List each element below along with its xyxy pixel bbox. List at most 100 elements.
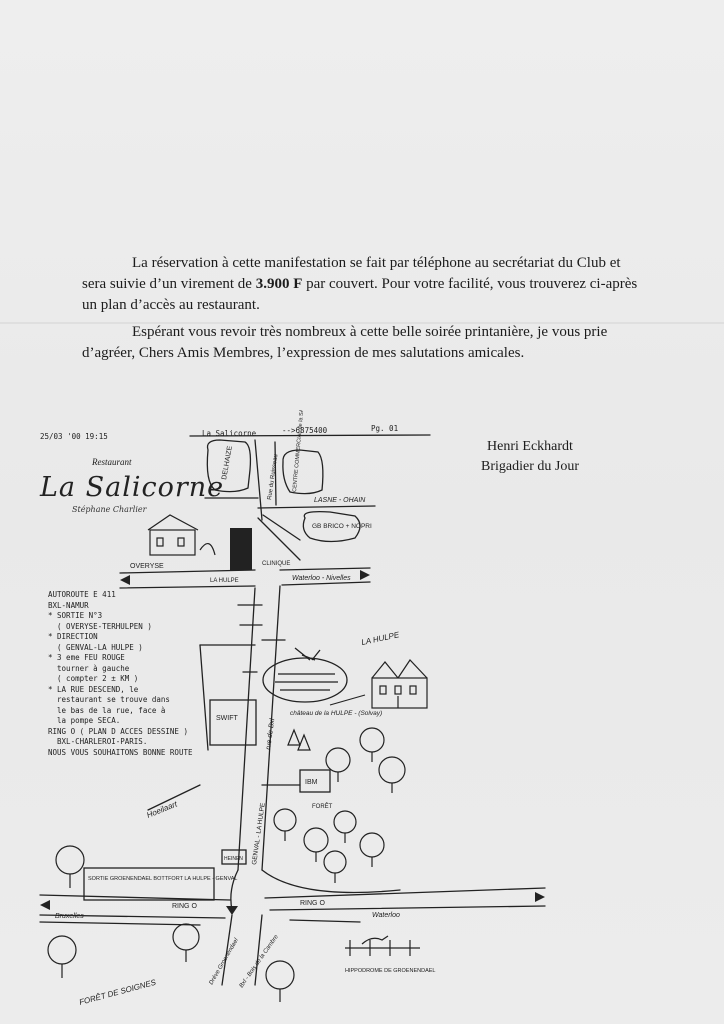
road-drève bbox=[221, 914, 233, 986]
swift-building bbox=[209, 699, 257, 746]
arrow-ring-left bbox=[40, 900, 50, 910]
lake bbox=[262, 657, 348, 703]
label-dreve: Drève Groenendael bbox=[209, 937, 241, 986]
label-clinique: CLINIQUE bbox=[262, 561, 290, 567]
signature-name: Henri Eckhardt bbox=[487, 439, 573, 454]
label-la-hulpe-road: LA HULPE bbox=[210, 578, 239, 584]
letter-paragraph-closing: Espérant vous revoir très nombreux à cet… bbox=[82, 324, 608, 361]
directions-line: ( GENVAL-LA HULPE ) bbox=[48, 642, 143, 652]
label-overyse: OVERYSE bbox=[130, 563, 164, 570]
directions-line: la pompe SECA. bbox=[48, 716, 121, 725]
centre-shape bbox=[282, 449, 324, 495]
road-overyse bbox=[119, 585, 256, 589]
label-ibm: IBM bbox=[305, 779, 318, 786]
directions-line: le bas de la rue, face à bbox=[48, 705, 166, 715]
label-foret: FORÊT bbox=[312, 802, 333, 810]
road-main bbox=[261, 585, 281, 871]
restaurant-logo: La Salicorne bbox=[40, 472, 225, 503]
directions-line: NOUS VOUS SOUHAITONS BONNE ROUTE bbox=[48, 747, 193, 757]
arrow-ring-right bbox=[535, 892, 545, 902]
arrow-waterloo bbox=[360, 570, 370, 580]
fax-number: -->6875400 bbox=[282, 426, 328, 435]
label-bruxelles: Bruxelles bbox=[55, 913, 84, 920]
directions-line: BXL-NAMUR bbox=[48, 600, 89, 610]
road-hoeilaart bbox=[147, 784, 201, 811]
access-map: DELHAIZE Rue du Ruisseau CENTRE COMMERCI… bbox=[39, 410, 546, 1007]
signature-role: Brigadier du Jour bbox=[481, 459, 579, 474]
delhaize-shape bbox=[206, 439, 252, 493]
road-waterloo-nivelles bbox=[279, 567, 371, 571]
hippodrome-icon bbox=[345, 935, 420, 956]
label-swift: SWIFT bbox=[216, 715, 238, 722]
lake-ripples bbox=[275, 673, 338, 691]
side-street bbox=[199, 644, 209, 751]
road-bois bbox=[254, 914, 263, 986]
road-waterloo bbox=[289, 919, 361, 923]
chateau-pointer bbox=[329, 694, 366, 706]
trees bbox=[47, 727, 406, 1002]
directions-line: * 3 eme FEU ROUGE bbox=[48, 653, 125, 662]
directions-list: AUTOROUTE E 411 BXL-NAMUR * SORTIE N°3 (… bbox=[48, 590, 238, 758]
fax-header-rule bbox=[189, 434, 431, 437]
ibm-building bbox=[299, 769, 331, 793]
label-garage: GB BRICO + NOPRI bbox=[312, 523, 372, 530]
reservation-text-cont: par couvert. Pour votre facilité, vous t… bbox=[82, 276, 638, 313]
directions-line: restaurant se trouve dans bbox=[48, 695, 170, 704]
fax-datetime: 25/03 '00 19:15 bbox=[40, 432, 108, 441]
label-main-road: rue de Bxl bbox=[265, 718, 276, 751]
label-waterloo-nivelles: Waterloo - Nivelles bbox=[292, 575, 351, 582]
label-chateau: château de la HULPE - (Solvay) bbox=[290, 710, 382, 717]
directions-line: ( OVERYSE-TERHULPEN ) bbox=[48, 621, 152, 631]
letter-paragraph-reservation: La réservation à cette manifestation se … bbox=[82, 253, 642, 316]
label-waterloo: Waterloo bbox=[372, 912, 400, 919]
directions-line: * LA RUE DESCEND, le bbox=[48, 684, 139, 694]
ramp bbox=[261, 869, 401, 894]
restaurant-label: Restaurant bbox=[92, 457, 132, 467]
restaurant-chef: Stéphane Charlier bbox=[72, 505, 147, 514]
directions-line: BXL-CHARLEROI-PARIS. bbox=[48, 737, 148, 746]
sortie-box bbox=[83, 867, 215, 901]
directions-line: * SORTIE N°3 bbox=[48, 611, 103, 620]
label-ring-right: RING O bbox=[300, 900, 325, 907]
label-sortie: SORTIE GROENENDAEL BOTTFORT LA HULPE - G… bbox=[88, 876, 237, 882]
label-lasne: LASNE - OHAIN bbox=[314, 497, 366, 504]
directions-line: ( compter 2 ± KM ) bbox=[48, 674, 139, 683]
ring-road bbox=[39, 914, 226, 919]
chateau-icon bbox=[371, 659, 428, 709]
fax-page-number: Pg. 01 bbox=[371, 424, 399, 433]
road-main bbox=[237, 587, 256, 871]
ring-road bbox=[269, 905, 546, 911]
label-rue-ruisseau: Rue du Ruisseau bbox=[267, 454, 279, 500]
signature-block: Henri Eckhardt Brigadier du Jour bbox=[445, 437, 615, 477]
label-foret-soignes: FORÊT DE SOIGNES bbox=[78, 978, 157, 1007]
heinen-box bbox=[221, 849, 247, 865]
fax-sender: La Salicorne bbox=[202, 429, 257, 438]
ring-road bbox=[264, 887, 546, 899]
arrow-overyse bbox=[120, 575, 130, 585]
road bbox=[274, 441, 277, 506]
road-lasne bbox=[257, 505, 376, 509]
reservation-text: La réservation à cette manifestation se … bbox=[82, 255, 621, 292]
road bbox=[262, 514, 301, 541]
road-ruisseau bbox=[254, 439, 263, 521]
road-bruxelles bbox=[39, 921, 201, 926]
label-hippodrome: HIPPODROME DE GROENENDAEL bbox=[345, 968, 435, 974]
label-heinen: HEINEN bbox=[224, 856, 243, 862]
directions-line: tourner à gauche bbox=[48, 663, 130, 673]
lake-reeds bbox=[294, 647, 321, 661]
price-per-cover: 3.900 F bbox=[255, 276, 303, 292]
paper-fold bbox=[0, 322, 724, 324]
ring-road bbox=[39, 894, 231, 901]
restaurant-block bbox=[230, 528, 252, 570]
label-delhaize: DELHAIZE bbox=[221, 445, 234, 480]
garage-shape bbox=[302, 510, 361, 543]
road bbox=[257, 517, 301, 561]
restaurant-building-icon bbox=[147, 514, 216, 556]
arrow-exit bbox=[226, 906, 238, 915]
label-ring-left: RING O bbox=[172, 903, 197, 910]
directions-line: * DIRECTION bbox=[48, 632, 98, 641]
label-hoeilaart: Hoeilaart bbox=[145, 799, 179, 820]
road-waterloo-nivelles bbox=[281, 581, 371, 586]
road-overyse bbox=[119, 569, 256, 574]
